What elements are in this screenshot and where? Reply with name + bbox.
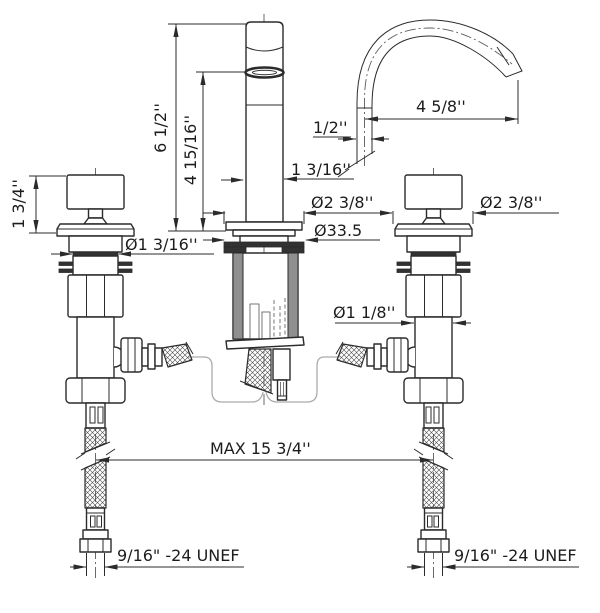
dim-label: Ø2 3/8'' — [311, 193, 373, 212]
dim-label: 6 1/2'' — [151, 103, 170, 153]
center-spout-front-view — [223, 14, 305, 406]
dim-spout-reach: 4 5/8'' — [365, 80, 519, 124]
dim-valve-body-diameter: Ø1 1/8'' — [333, 303, 471, 326]
left-handle-assembly — [56, 167, 194, 579]
dim-label: 4 15/16'' — [181, 115, 200, 185]
dim-spout-height: 6 1/2'' — [151, 23, 246, 232]
dim-label: 4 5/8'' — [416, 97, 466, 116]
dim-spout-tube: 1/2'' — [313, 118, 389, 142]
dim-label: 1 3/16'' — [291, 160, 351, 179]
dim-label: Ø33.5 — [314, 221, 362, 240]
hose-route-curves — [188, 356, 340, 403]
dim-spout-column-diameter: 1 3/16'' — [221, 160, 354, 183]
dim-label: 9/16" -24 UNEF — [454, 546, 577, 565]
dim-label: 1 3/4'' — [9, 179, 28, 229]
dim-label: 1/2'' — [313, 118, 348, 137]
dim-deck-hole-diameter: Ø33.5 — [203, 221, 380, 243]
dim-handle-height: 1 3/4'' — [9, 175, 66, 234]
dim-handle-flange-diameter: Ø2 3/8'' — [371, 193, 559, 224]
dim-base-flange-diameter: Ø2 3/8'' — [203, 193, 379, 224]
dim-label: Ø1 1/8'' — [333, 303, 395, 322]
dim-handle-base-diameter: Ø1 3/16'' — [51, 235, 214, 257]
dim-label: MAX 15 3/4'' — [210, 439, 311, 458]
dim-thread-right: 9/16" -24 UNEF — [407, 546, 579, 570]
dim-outlet-height: 4 15/16'' — [181, 71, 245, 231]
dim-label: 9/16" -24 UNEF — [117, 546, 240, 565]
curved-spout-side-view — [337, 19, 523, 178]
dim-thread-left: 9/16" -24 UNEF — [70, 546, 244, 570]
dim-hose-max-length: MAX 15 3/4'' — [96, 439, 433, 463]
dim-label: Ø2 3/8'' — [480, 193, 542, 212]
dim-label: Ø1 3/16'' — [125, 235, 198, 254]
